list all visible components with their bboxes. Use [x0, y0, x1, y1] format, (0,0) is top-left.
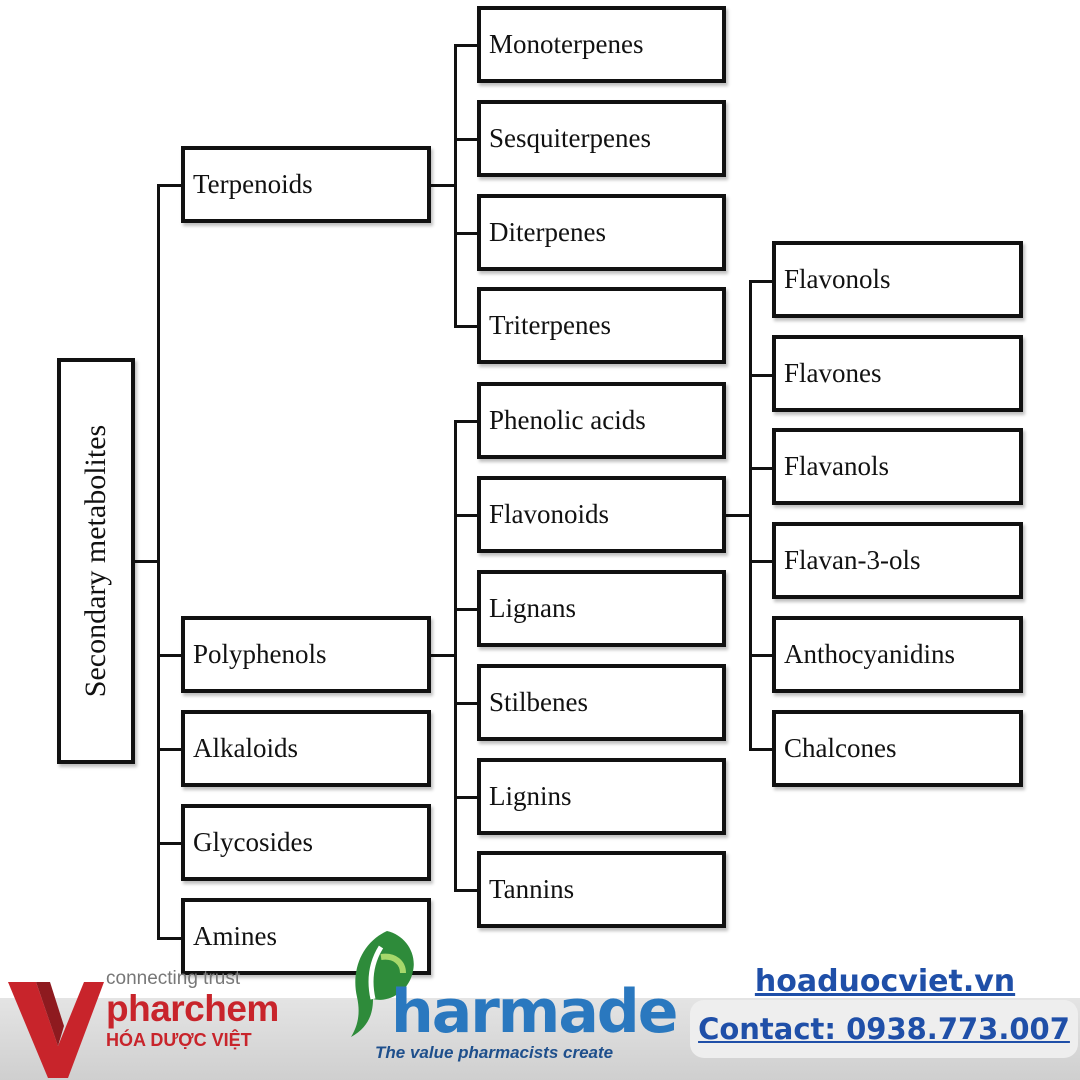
connector: [749, 280, 773, 283]
node-flavanols: Flavanols: [772, 428, 1023, 505]
node-flavonoids: Flavonoids: [477, 476, 726, 553]
connector: [749, 560, 773, 563]
connector: [454, 796, 478, 799]
node-sesquiterpenes: Sesquiterpenes: [477, 100, 726, 177]
vp-tagline: connecting trust: [106, 968, 241, 989]
node-terpenoids: Terpenoids: [181, 146, 431, 223]
leaf-p-icon: [351, 931, 414, 1037]
contact-block: hoaduocviet.vn Contact: 0938.773.007: [690, 962, 1080, 1080]
connector: [157, 748, 181, 751]
connector: [157, 937, 181, 940]
node-triterpenes: Triterpenes: [477, 287, 726, 364]
connector: [749, 748, 773, 751]
connector: [157, 654, 181, 657]
connector: [725, 514, 751, 517]
node-tannins: Tannins: [477, 851, 726, 928]
connector: [135, 560, 159, 563]
node-diterpenes: Diterpenes: [477, 194, 726, 271]
connector: [749, 654, 773, 657]
node-lignins: Lignins: [477, 758, 726, 835]
node-flavan-3-ols: Flavan-3-ols: [772, 522, 1023, 599]
connector: [454, 325, 478, 328]
contact-box: [690, 1000, 1078, 1058]
node-monoterpenes: Monoterpenes: [477, 6, 726, 83]
connector: [454, 232, 478, 235]
contact-phone[interactable]: Contact: 0938.773.007: [698, 1012, 1070, 1046]
vp-name: pharchem: [106, 988, 279, 1029]
node-anthocyanidins: Anthocyanidins: [772, 616, 1023, 693]
connector: [157, 842, 181, 845]
node-stilbenes: Stilbenes: [477, 664, 726, 741]
connector: [454, 608, 478, 611]
connector: [157, 184, 181, 187]
node-polyphenols: Polyphenols: [181, 616, 431, 693]
root-node: Secondary metabolites: [57, 358, 135, 764]
node-flavonols: Flavonols: [772, 241, 1023, 318]
node-chalcones: Chalcones: [772, 710, 1023, 787]
connector: [749, 467, 773, 470]
connector: [454, 420, 478, 423]
node-lignans: Lignans: [477, 570, 726, 647]
connector: [454, 514, 478, 517]
node-alkaloids: Alkaloids: [181, 710, 431, 787]
pharmade-logo: harmade The value pharmacists create: [345, 925, 678, 1075]
connector: [157, 184, 160, 940]
connector: [430, 654, 456, 657]
pharmade-name: harmade: [391, 977, 678, 1047]
pharmade-tagline: The value pharmacists create: [375, 1043, 614, 1062]
vp-pharchem-logo: connecting trust pharchem HÓA DƯỢC VIỆT: [0, 968, 360, 1080]
connector: [454, 44, 478, 47]
connector: [454, 420, 457, 892]
connector: [454, 702, 478, 705]
connector: [454, 138, 478, 141]
website-link[interactable]: hoaduocviet.vn: [754, 964, 1016, 999]
connector: [430, 184, 456, 187]
node-flavones: Flavones: [772, 335, 1023, 412]
connector: [454, 889, 478, 892]
node-glycosides: Glycosides: [181, 804, 431, 881]
vp-v-icon: [8, 982, 104, 1078]
connector: [749, 280, 752, 750]
root-label: Secondary metabolites: [79, 424, 112, 698]
vp-subname: HÓA DƯỢC VIỆT: [106, 1030, 252, 1050]
node-phenolic-acids: Phenolic acids: [477, 382, 726, 459]
connector: [749, 374, 773, 377]
connector: [454, 44, 457, 328]
